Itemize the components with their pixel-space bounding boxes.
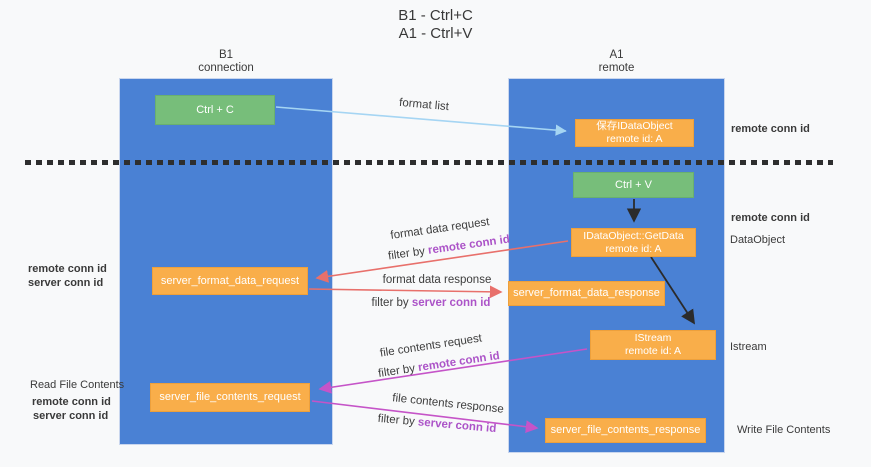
server-file-contents-response-box: server_file_contents_response <box>545 418 706 443</box>
istream-line2: remote id: A <box>624 345 682 357</box>
left-server-conn-id-2: server conn id <box>33 410 109 422</box>
file-contents-response-label: file contents response <box>391 392 505 416</box>
write-file-contents-note: Write File Contents <box>737 424 831 436</box>
format-list-label: format list <box>398 96 450 114</box>
getdata-box: IDataObject::GetData remote id: A <box>571 228 696 257</box>
server-file-contents-request-box: server_file_contents_request <box>150 383 310 412</box>
phase-divider-dashed-line <box>25 160 833 165</box>
title-line-2: A1 - Ctrl+V <box>398 25 473 42</box>
save-dataobject-line2: remote id: A <box>606 133 663 145</box>
diagram-title: B1 - Ctrl+C A1 - Ctrl+V <box>0 7 871 43</box>
server-conn-id-text: server conn id <box>417 416 497 436</box>
right-remote-conn-id-2: remote conn id <box>731 212 810 224</box>
getdata-line2: remote id: A <box>605 242 662 255</box>
read-file-contents-note: Read File Contents <box>30 379 125 391</box>
server-format-data-response-label: server_format_data_response <box>513 287 660 299</box>
ctrl-c-label: Ctrl + C <box>196 103 234 116</box>
istream-box: IStream remote id: A <box>590 330 716 360</box>
getdata-line1: IDataObject::GetData <box>583 229 684 242</box>
format-data-response-filter-label: filter by server conn id <box>372 297 491 309</box>
save-dataobject-line1: 保存IDataObject <box>596 120 673 132</box>
save-dataobject-box: 保存IDataObject remote id: A <box>575 119 694 147</box>
remote-conn-id-text: remote conn id <box>427 233 511 257</box>
lifeline-header-b1: B1 connection <box>119 49 333 75</box>
server-format-data-response-box: server_format_data_response <box>508 281 665 306</box>
istream-line1: IStream <box>634 332 672 344</box>
right-remote-conn-id-1: remote conn id <box>731 123 810 135</box>
server-file-contents-request-label: server_file_contents_request <box>159 391 301 403</box>
lifeline-b1-name: B1 <box>218 49 234 61</box>
filter-by-text: filter by <box>371 297 412 309</box>
lifeline-header-a1: A1 remote <box>508 49 725 75</box>
filter-by-text: filter by <box>377 362 420 381</box>
filter-by-text: filter by <box>377 412 419 429</box>
istream-note: Istream <box>730 341 767 353</box>
server-conn-id-text: server conn id <box>411 297 491 309</box>
dataobject-note: DataObject <box>730 234 786 246</box>
left-remote-conn-id-2: remote conn id <box>32 396 111 408</box>
remote-conn-id-text: remote conn id <box>417 349 501 375</box>
lifeline-a1-name: A1 <box>609 49 624 61</box>
lifeline-b1-role: connection <box>198 62 254 74</box>
format-data-response-label: format data response <box>382 274 492 286</box>
lifeline-a1-role: remote <box>598 62 635 74</box>
left-server-conn-id-1: server conn id <box>28 277 104 289</box>
ctrl-c-box: Ctrl + C <box>155 95 275 125</box>
format-data-response-arrow <box>308 285 503 299</box>
left-remote-conn-id-1: remote conn id <box>28 263 107 275</box>
server-file-contents-response-label: server_file_contents_response <box>550 424 701 436</box>
server-format-data-request-label: server_format_data_request <box>160 274 300 287</box>
server-format-data-request-box: server_format_data_request <box>152 267 308 295</box>
ctrl-v-box: Ctrl + V <box>573 172 694 198</box>
filter-by-text: filter by <box>387 244 429 263</box>
ctrl-v-label: Ctrl + V <box>615 178 652 191</box>
file-contents-response-filter-label: filter by server conn id <box>377 413 496 435</box>
title-line-1: B1 - Ctrl+C <box>398 7 473 24</box>
